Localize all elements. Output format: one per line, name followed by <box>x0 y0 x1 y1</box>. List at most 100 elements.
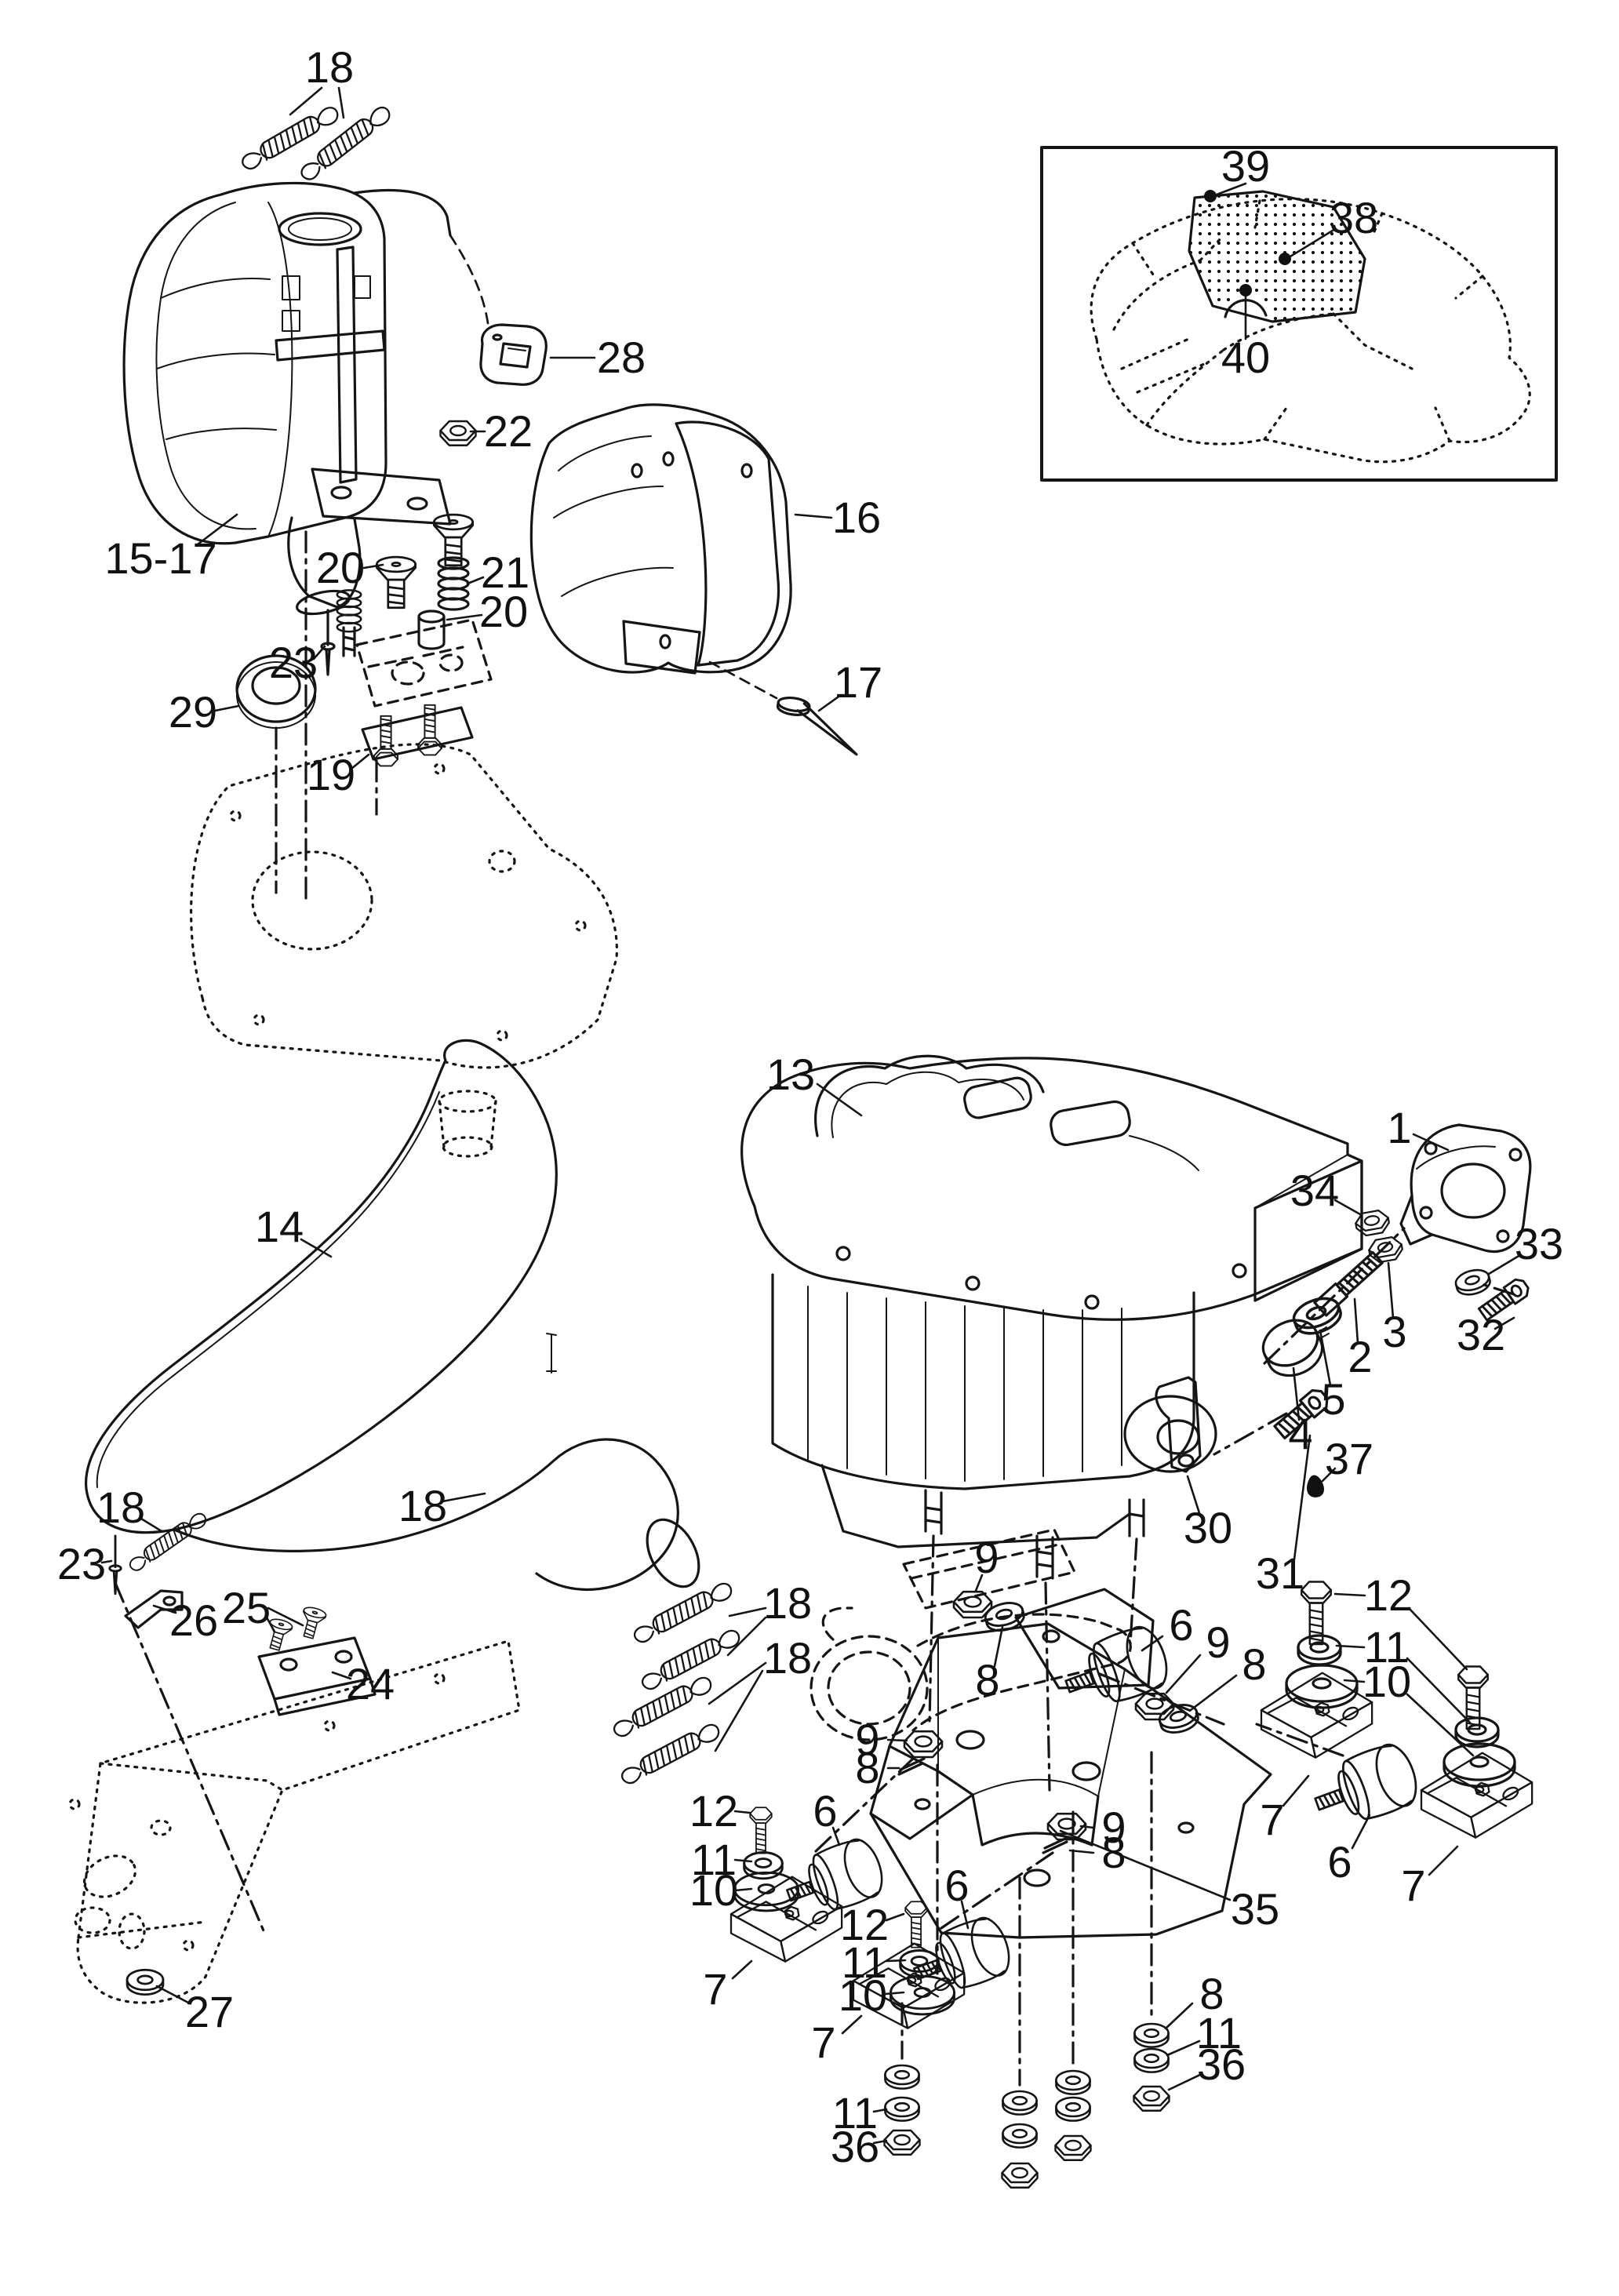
exhaust-springs-18 <box>609 1578 744 1788</box>
leader-line-12 <box>1407 1606 1468 1671</box>
part-label-40: 40 <box>1221 333 1270 382</box>
callout-dot <box>1239 284 1252 297</box>
leader-line-7 <box>1282 1774 1310 1807</box>
part-label-25: 25 <box>222 1583 271 1632</box>
part-label-18: 18 <box>96 1483 145 1532</box>
leader-line-14 <box>300 1238 333 1258</box>
part-label-8: 8 <box>1101 1828 1126 1877</box>
part-label-16: 16 <box>832 493 881 542</box>
part-label-10: 10 <box>839 1970 887 2020</box>
leader-line-24 <box>331 1671 352 1680</box>
part-label-8: 8 <box>855 1743 879 1792</box>
plate-19 <box>361 704 474 767</box>
washer-3 <box>1366 1235 1405 1265</box>
leader-line-18 <box>708 1661 767 1705</box>
part-label-12: 12 <box>689 1786 738 1836</box>
leader-line-18 <box>726 1616 767 1657</box>
leader-line-10 <box>733 1887 753 1892</box>
heat-panel-38 <box>1188 190 1366 323</box>
part-label-27: 27 <box>185 1987 234 2036</box>
part-label-39: 39 <box>1221 141 1270 191</box>
leader-line-20 <box>362 563 384 569</box>
leader-line-12 <box>733 1810 751 1814</box>
part-label-9: 9 <box>1206 1617 1230 1667</box>
part-label-36: 36 <box>831 2122 879 2171</box>
leader-line-32 <box>1493 1316 1515 1330</box>
part-label-10: 10 <box>689 1865 738 1915</box>
inset-box <box>1040 146 1558 482</box>
grease-37 <box>1306 1475 1324 1497</box>
part-label-6: 6 <box>1169 1600 1193 1650</box>
leader-line-1 <box>1412 1133 1450 1152</box>
leader-line-7 <box>731 1959 753 1980</box>
part-label-6: 6 <box>1327 1837 1352 1887</box>
leader-line-11 <box>872 2108 888 2113</box>
part-label-7: 7 <box>1260 1795 1284 1844</box>
leader-line-8 <box>1164 2002 1194 2030</box>
leader-line-12 <box>1333 1592 1366 1597</box>
leader-line-20 <box>446 613 483 621</box>
leader-line-30 <box>1186 1475 1202 1517</box>
leader-line-3 <box>1387 1261 1395 1319</box>
washer-27 <box>126 1968 165 1996</box>
manifold-block <box>355 618 493 708</box>
part-label-11: 11 <box>1364 1622 1410 1672</box>
part-label-9: 9 <box>1101 1803 1126 1852</box>
bracket-30 <box>1155 1376 1202 1473</box>
part-label-18: 18 <box>398 1481 447 1530</box>
part-label-15-17: 15-17 <box>104 533 216 583</box>
leader-line-10 <box>1406 1693 1475 1757</box>
grommet-29 <box>235 654 317 729</box>
part-label-20: 20 <box>316 543 365 592</box>
part-label-18: 18 <box>763 1578 812 1628</box>
part-label-12: 12 <box>840 1900 889 1949</box>
part-label-24: 24 <box>346 1659 395 1708</box>
engine-stud <box>924 1489 943 1535</box>
leader-line-10 <box>1343 1679 1366 1683</box>
part-label-6: 6 <box>944 1861 969 1910</box>
leader-line-18 <box>728 1606 767 1617</box>
leader-line-6 <box>1141 1635 1164 1652</box>
leader-line-36 <box>1167 2072 1203 2091</box>
part-label-21: 21 <box>481 548 529 597</box>
callout-dot <box>1279 253 1291 265</box>
part-label-6: 6 <box>813 1786 837 1836</box>
part-label-26: 26 <box>169 1596 218 1645</box>
knob-4 <box>1261 1319 1324 1377</box>
part-label-38: 38 <box>1330 193 1378 242</box>
leader-line-9 <box>886 1738 908 1742</box>
bracket-plate-1 <box>1399 1123 1532 1253</box>
part-label-35: 35 <box>1231 1884 1279 1934</box>
leader-line-26 <box>152 1604 177 1614</box>
washer-8-edge <box>1042 1836 1070 1854</box>
leader-line-7 <box>841 2014 863 2035</box>
leader-line-9 <box>974 1574 984 1592</box>
leader-line-29 <box>213 704 240 712</box>
part-label-34: 34 <box>1290 1166 1339 1215</box>
stud <box>342 626 356 657</box>
part-label-37: 37 <box>1325 1434 1373 1483</box>
leader-line-37 <box>1321 1467 1337 1483</box>
part-label-18: 18 <box>763 1633 812 1683</box>
leader-line-21 <box>466 576 485 585</box>
leader-line-16 <box>794 513 833 519</box>
leader-line-6 <box>960 1900 970 1930</box>
part-label-8: 8 <box>975 1655 999 1705</box>
part-label-18: 18 <box>305 42 354 92</box>
engine-stud <box>1035 1534 1054 1580</box>
leader-line-8 <box>1068 1849 1095 1854</box>
leader-line-33 <box>1487 1254 1522 1275</box>
part-label-14: 14 <box>255 1202 304 1251</box>
part-label-8: 8 <box>1242 1639 1266 1689</box>
washer-stack <box>883 2022 1170 2189</box>
inset-chassis <box>1090 198 1531 464</box>
part-label-31: 31 <box>1256 1548 1304 1598</box>
leader-line-18 <box>140 1517 163 1533</box>
callout-dot <box>1204 190 1217 202</box>
part-label-23: 23 <box>57 1539 106 1588</box>
leader-line-5 <box>1319 1329 1332 1387</box>
part-label-7: 7 <box>1401 1861 1425 1910</box>
part-label-7: 7 <box>703 1964 727 2014</box>
rubber-mount-6 <box>1055 1620 1176 1719</box>
